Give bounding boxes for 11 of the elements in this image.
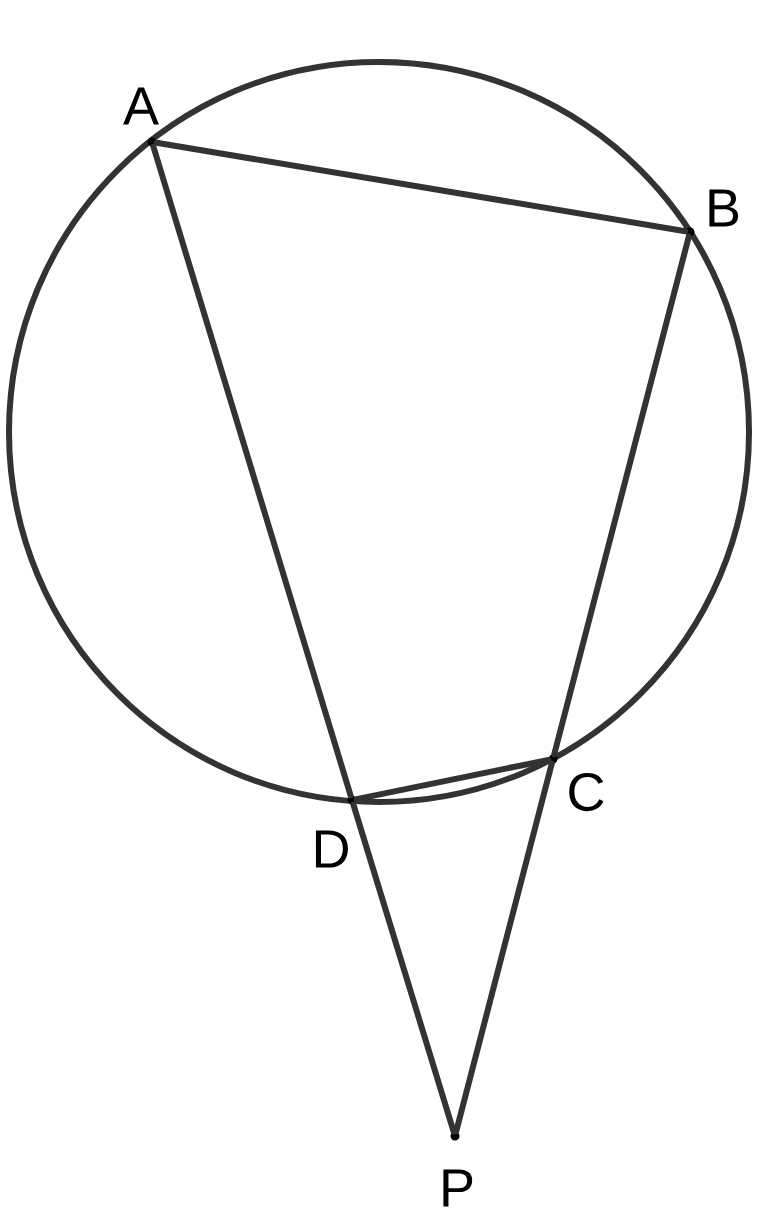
line-segment [551, 233, 692, 758]
line-segment [153, 139, 689, 235]
line-segment [350, 801, 457, 1135]
point-label: D [315, 830, 348, 868]
point-label: A [123, 87, 159, 125]
point-label: C [569, 772, 604, 812]
point-label: B [709, 189, 739, 227]
point-label: P [443, 1169, 473, 1207]
line-segment [453, 760, 555, 1135]
line-segment [150, 143, 354, 799]
line-segment [353, 756, 552, 803]
